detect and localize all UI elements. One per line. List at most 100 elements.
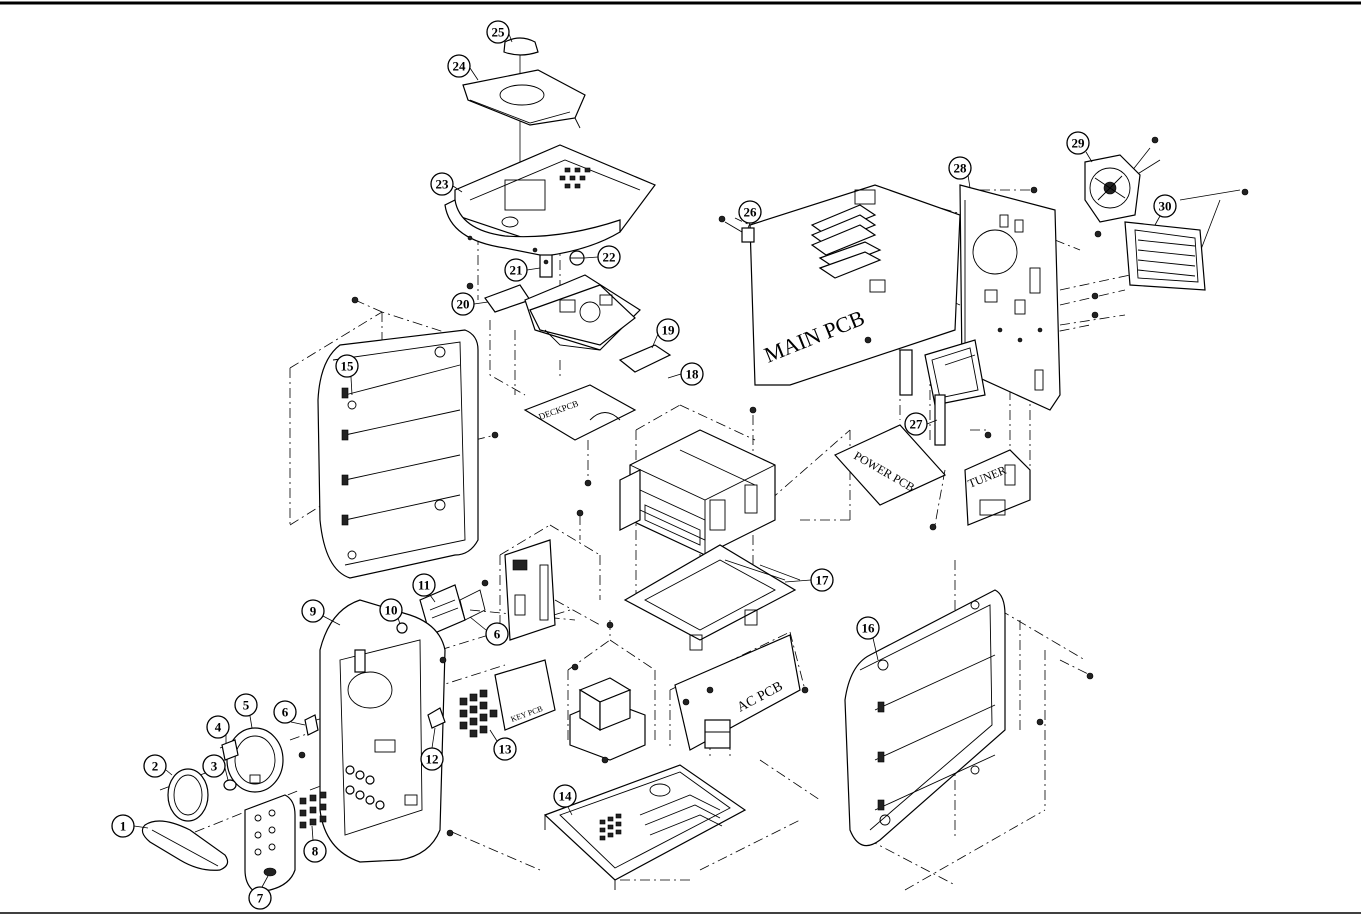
svg-text:20: 20 (457, 297, 470, 312)
callout-12: 12 (420, 747, 444, 771)
part-19-bracket (618, 344, 672, 373)
svg-text:8: 8 (312, 844, 319, 859)
callout-2: 2 (143, 754, 167, 778)
top-cover-button-grid (559, 167, 591, 189)
key-pcb-buttons (459, 689, 498, 738)
svg-text:16: 16 (862, 621, 876, 636)
svg-text:7: 7 (257, 891, 264, 906)
svg-text:18: 18 (686, 367, 700, 382)
svg-text:2: 2 (152, 759, 159, 774)
svg-text:4: 4 (215, 720, 222, 735)
callout-13: 13 (493, 737, 517, 761)
callout-6a: 6 (273, 700, 297, 724)
callout-10: 10 (379, 598, 403, 622)
callout-14: 14 (553, 784, 577, 808)
part-6-key (304, 714, 319, 736)
svg-text:11: 11 (418, 578, 430, 593)
part-5-speaker-ring (226, 727, 284, 793)
part-24-lid-plate (462, 69, 586, 129)
heatsink-2 (818, 241, 882, 279)
callout-24: 24 (447, 54, 471, 78)
svg-text:5: 5 (243, 698, 250, 713)
callout-15: 15 (335, 354, 359, 378)
part-11-board (504, 539, 556, 641)
part-9-front-body (319, 599, 446, 863)
power-pcb-board: POWER PCB (834, 424, 946, 506)
callout-22: 22 (597, 245, 621, 269)
callout-30: 30 (1153, 194, 1177, 218)
svg-text:19: 19 (662, 323, 676, 338)
callout-11: 11 (412, 573, 436, 597)
part-3-cap (223, 779, 237, 791)
screws (298, 136, 1249, 837)
callout-4: 4 (206, 715, 230, 739)
svg-text:24: 24 (453, 59, 467, 74)
svg-text:28: 28 (954, 161, 968, 176)
callout-8: 8 (303, 839, 327, 863)
svg-text:30: 30 (1159, 199, 1172, 214)
svg-text:29: 29 (1072, 136, 1086, 151)
part-17-tray (623, 544, 797, 651)
part-21-hinge (539, 254, 553, 278)
callout-9: 9 (301, 599, 325, 623)
svg-text:27: 27 (910, 417, 924, 432)
callout-16: 16 (856, 616, 880, 640)
svg-text:12: 12 (426, 752, 439, 767)
cd-mechanism (524, 274, 641, 351)
svg-text:22: 22 (603, 250, 616, 265)
svg-text:15: 15 (341, 359, 355, 374)
ac-pcb-board: AC PCB (674, 634, 801, 751)
part-30-grille (1124, 221, 1206, 291)
svg-text:25: 25 (492, 25, 506, 40)
chassis-vent (599, 813, 622, 841)
svg-text:1: 1 (120, 819, 127, 834)
part-22-spring (569, 250, 585, 266)
part-14-bottom-chassis (543, 764, 747, 890)
svg-text:6: 6 (282, 705, 289, 720)
callout-23: 23 (430, 172, 454, 196)
part-16-right-side-panel (844, 589, 1006, 847)
svg-text:21: 21 (510, 263, 523, 278)
callout-17: 17 (810, 568, 834, 592)
leader-lines (133, 33, 1161, 888)
heatsink-1 (810, 204, 877, 256)
svg-text:17: 17 (816, 573, 830, 588)
deck-pcb-board: DECKPCB (523, 384, 637, 441)
svg-text:10: 10 (385, 603, 398, 618)
callout-6b: 6 (485, 622, 509, 646)
part-4-clip (221, 739, 239, 761)
svg-text:9: 9 (310, 604, 317, 619)
svg-text:14: 14 (559, 789, 573, 804)
callout-29: 29 (1066, 131, 1090, 155)
front-body-keypad (345, 765, 385, 810)
part-12-switch (427, 707, 446, 729)
part-8-buttons (299, 791, 327, 829)
part-1-handle (141, 820, 229, 871)
callout-20: 20 (451, 292, 475, 316)
svg-text:23: 23 (436, 177, 450, 192)
svg-text:26: 26 (744, 205, 758, 220)
part-15-left-side-panel (317, 329, 479, 579)
callout-1: 1 (111, 814, 135, 838)
callouts: 1 2 3 4 5 6 6 7 8 9 10 11 12 13 14 15 16… (111, 20, 1177, 910)
callout-26: 26 (738, 200, 762, 224)
svg-text:3: 3 (211, 759, 218, 774)
callout-21: 21 (504, 258, 528, 282)
callout-19: 19 (656, 318, 680, 342)
part-13-key-pcb: KEY PCB (459, 659, 556, 738)
part-23-top-cover (444, 144, 656, 257)
callout-5: 5 (234, 693, 258, 717)
cd-tray-mechanism (619, 429, 776, 556)
part-2-speaker-grille (167, 768, 209, 822)
part-7-front-plate (244, 794, 296, 893)
callout-7: 7 (248, 886, 272, 910)
part-25-cap (503, 37, 539, 56)
part-20-bracket (484, 284, 531, 313)
transformer (569, 677, 646, 761)
part-27-bracket (899, 339, 986, 446)
callout-3: 3 (202, 754, 226, 778)
main-pcb-board: MAIN PCB (749, 184, 961, 386)
svg-text:6: 6 (494, 627, 501, 642)
svg-text:13: 13 (499, 742, 513, 757)
